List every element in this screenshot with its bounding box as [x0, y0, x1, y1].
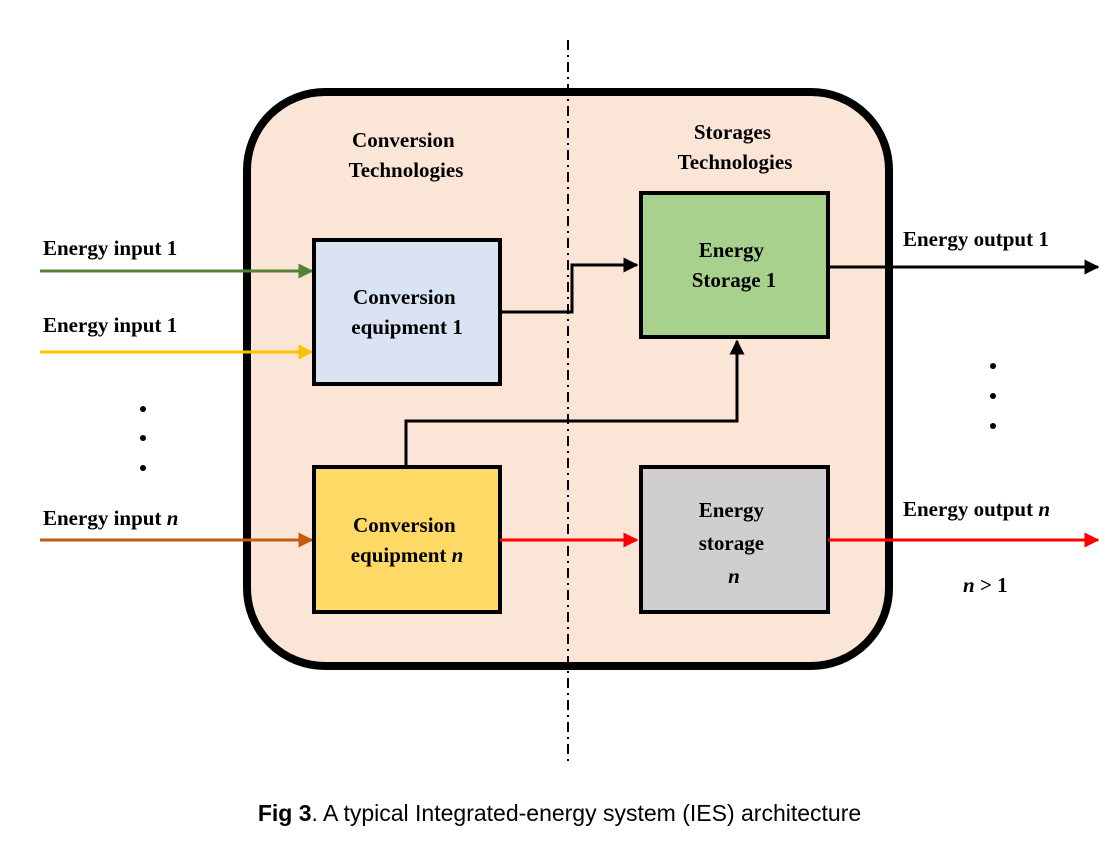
conversion-section-title: Conversion Technologies [349, 128, 464, 182]
conversion-equipment-1-label: Conversion equipment 1 [351, 285, 462, 339]
link-conversion-n-to-storage-1 [404, 339, 745, 467]
storage-section-title: Storages Technologies [678, 120, 793, 174]
energy-storage-1-label: Energy Storage 1 [692, 238, 777, 292]
figure-caption: Fig 3. A typical Integrated-energy syste… [0, 800, 1119, 827]
link-conversion-1-to-storage-1 [500, 257, 639, 314]
energy-input-n-label: Energy input n [43, 506, 178, 530]
energy-input-1-label: Energy input 1 [43, 236, 177, 260]
energy-input-2-label: Energy input 1 [43, 313, 177, 337]
energy-storage-n-box [639, 465, 830, 614]
figure-caption-label: Fig 3 [257, 800, 312, 826]
conversion-equipment-1-box [312, 238, 502, 386]
outputs-ellipsis [990, 363, 996, 429]
inputs-ellipsis [140, 406, 146, 471]
energy-storage-1-box [639, 191, 830, 339]
energy-output-1-label: Energy output 1 [903, 227, 1049, 251]
n-condition-label: n > 1 [963, 573, 1008, 597]
conversion-equipment-n-label: Conversion equipment n [351, 513, 464, 567]
energy-output-n-label: Energy output n [903, 497, 1050, 521]
energy-storage-n-label: Energy storage n [699, 498, 770, 588]
conversion-equipment-n-box [312, 465, 502, 614]
figure-caption-text: . A typical Integrated-energy system (IE… [311, 800, 862, 826]
